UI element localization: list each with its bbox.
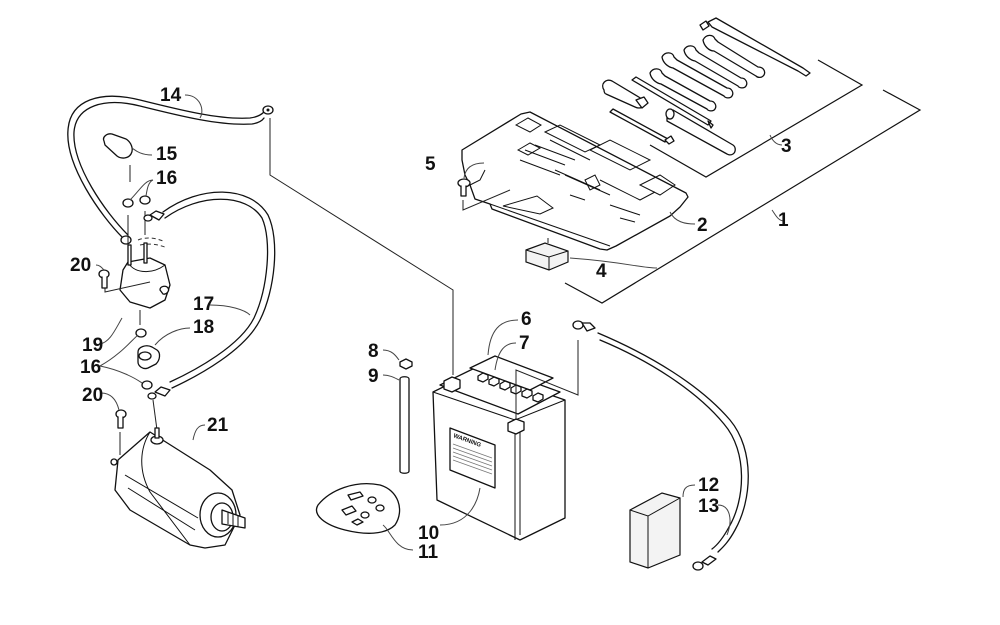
callout-13: 13 — [698, 496, 719, 517]
vent-hose-clamp — [399, 358, 413, 370]
tray-screw — [457, 178, 511, 211]
foam-pad — [525, 238, 569, 271]
callout-8: 8 — [368, 341, 379, 362]
starter-cable — [143, 191, 276, 400]
bracket-group-1 — [564, 59, 922, 304]
callout-20-bottom: 20 — [82, 385, 103, 406]
callout-16-top: 16 — [156, 168, 177, 189]
warning-label-lines — [452, 443, 493, 475]
leader-lines — [95, 94, 785, 551]
tool-tray — [461, 111, 689, 251]
callout-9: 9 — [368, 366, 379, 387]
terminal-nut-lower — [135, 328, 158, 431]
callout-7: 7 — [519, 333, 530, 354]
callout-10: 10 — [418, 523, 439, 544]
tool-set — [602, 17, 811, 156]
battery: WARNING — [432, 340, 579, 541]
starter-terminal-boot — [137, 345, 161, 370]
callout-4: 4 — [596, 261, 607, 282]
solenoid-terminal-boot — [102, 133, 133, 182]
negative-battery-cable — [572, 320, 749, 571]
callout-11: 11 — [418, 542, 439, 563]
callout-2: 2 — [697, 215, 708, 236]
callout-15: 15 — [156, 144, 178, 165]
positive-battery-cable — [67, 95, 454, 375]
callout-5: 5 — [425, 154, 436, 175]
callout-3: 3 — [781, 136, 792, 157]
callout-21: 21 — [207, 415, 229, 436]
battery-foam-block — [629, 492, 681, 569]
battery-cell-caps — [477, 372, 544, 403]
callout-1: 1 — [778, 210, 789, 231]
mounting-screw-bottom — [115, 409, 127, 455]
callout-17: 17 — [193, 294, 214, 315]
callout-18: 18 — [193, 317, 214, 338]
mounting-screw-top — [98, 269, 110, 289]
callout-20-top: 20 — [70, 255, 91, 276]
callout-19: 19 — [82, 335, 103, 356]
callout-12: 12 — [698, 475, 719, 496]
terminal-hardware-kit — [315, 483, 401, 534]
callout-14: 14 — [160, 85, 182, 106]
starter-motor — [110, 427, 246, 549]
callout-labels: 1 2 3 4 5 6 7 8 9 10 11 12 13 14 15 16 1… — [70, 85, 792, 563]
starter-solenoid — [104, 242, 171, 325]
callout-16-bottom: 16 — [80, 357, 101, 378]
vent-hose — [399, 376, 410, 474]
callout-6: 6 — [521, 309, 532, 330]
